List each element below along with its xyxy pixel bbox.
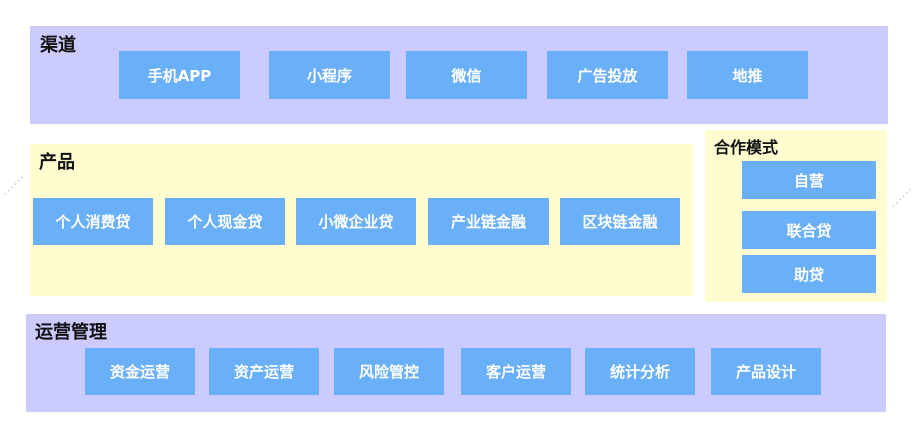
cooperation-joint-loan: 联合贷 [742,211,876,249]
operations-title: 运营管理 [35,322,107,343]
product-personal-consumer-loan: 个人消费贷 [33,198,153,245]
channel-wechat: 微信 [406,51,527,99]
operations-statistics: 统计分析 [585,348,695,395]
products-title: 产品 [39,152,75,173]
operations-asset: 资产运营 [209,348,319,395]
operations-panel: 运营管理 资金运营 资产运营 风险管控 客户运营 统计分析 产品设计 [26,314,886,412]
cooperation-assisted-loan: 助贷 [742,255,876,293]
cooperation-self-operated: 自营 [742,161,876,199]
product-small-business-loan: 小微企业贷 [296,198,416,245]
cooperation-title: 合作模式 [714,138,779,157]
operations-product-design: 产品设计 [711,348,821,395]
operations-fund: 资金运营 [85,348,195,395]
operations-customer: 客户运营 [461,348,571,395]
channel-app: 手机APP [119,51,240,99]
channel-ads: 广告投放 [547,51,668,99]
product-blockchain-finance: 区块链金融 [560,198,680,245]
channels-title: 渠道 [40,35,76,56]
channel-ground-promotion: 地推 [687,51,808,99]
product-supply-chain-finance: 产业链金融 [428,198,549,245]
product-personal-cash-loan: 个人现金贷 [165,198,285,245]
cooperation-panel: 合作模式 自营 联合贷 助贷 [705,130,887,302]
watermark-right: ⋯⋯ [886,182,914,214]
watermark-left: ⋯⋯ [0,170,30,202]
products-panel: 产品 个人消费贷 个人现金贷 小微企业贷 产业链金融 区块链金融 [30,144,693,296]
channel-mini-program: 小程序 [269,51,390,99]
channels-panel: 渠道 手机APP 小程序 微信 广告投放 地推 [30,26,888,124]
operations-risk-control: 风险管控 [334,348,444,395]
